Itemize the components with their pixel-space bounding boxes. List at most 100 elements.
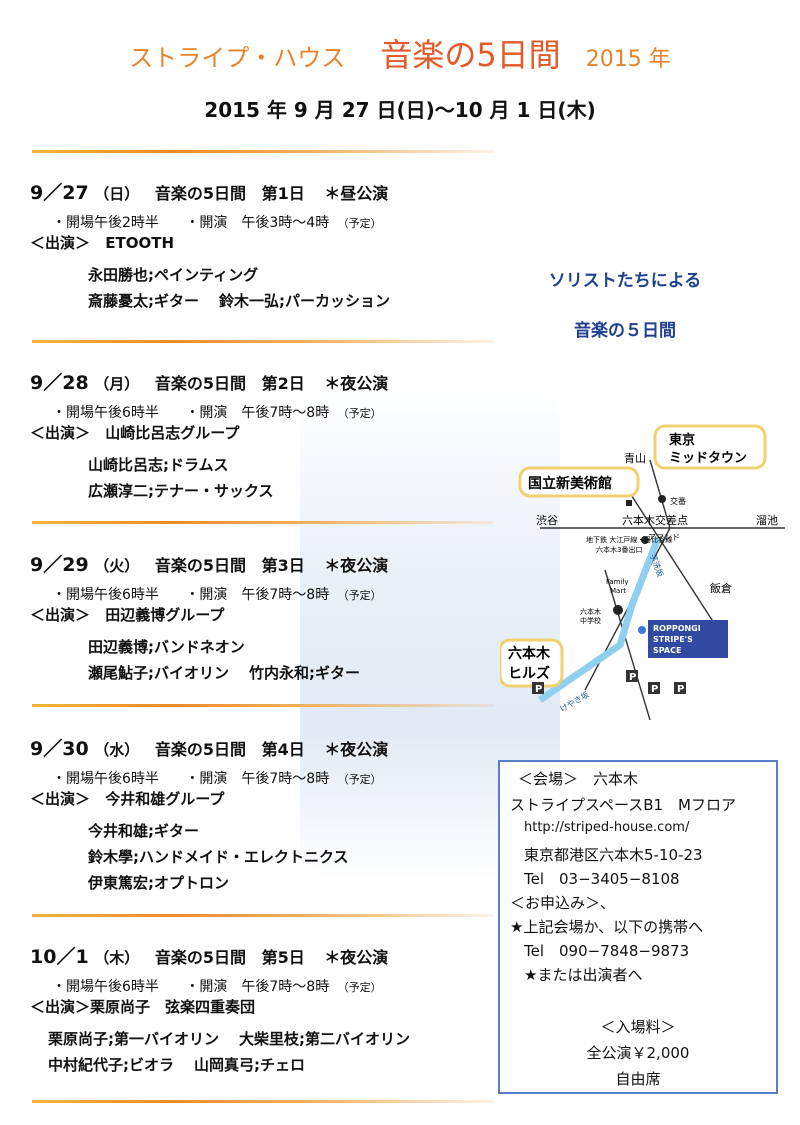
almond-icon xyxy=(641,536,649,544)
apply-line-2: ★または出演者へ xyxy=(524,966,643,984)
divider xyxy=(32,521,494,524)
doors-open: ・開場午後6時半 xyxy=(52,405,159,421)
map-label-hills-2: ヒルズ xyxy=(508,665,550,682)
doors-open: ・開場午後2時半 xyxy=(52,215,159,231)
event-kind: ＊夜公演 xyxy=(324,740,389,759)
seating: 自由席 xyxy=(615,1070,661,1088)
member-list: 永田勝也;ペインティング 斎藤憂太;ギター 鈴木一弘;パーカッション xyxy=(88,264,500,316)
member: 斎藤憂太;ギター xyxy=(88,292,199,310)
map-label-aoyama: 青山 xyxy=(624,452,646,465)
tagline: ソリストたちによる 音楽の５日間 xyxy=(505,256,745,356)
event-number: 第3日 xyxy=(261,556,305,575)
venue-marker-2: STRIPE'S xyxy=(653,635,693,644)
fee: 全公演￥2,000 xyxy=(586,1044,690,1062)
member: 広瀬淳二;テナー・サックス xyxy=(88,482,274,500)
event-day-2: 9／28 （月） 音楽の5日間 第2日 ＊夜公演 ・開場午後6時半 ・開演 午後… xyxy=(30,368,500,506)
school-icon xyxy=(613,605,623,615)
member: 鈴木一弘;パーカッション xyxy=(219,292,390,310)
show-time: ・開演 午後3時〜4時 xyxy=(185,215,330,231)
event-times: ・開場午後6時半 ・開演 午後7時〜8時 （予定） xyxy=(52,402,500,422)
map-label-subway-1: 地下鉄 大江戸線・日比谷線 xyxy=(586,535,672,544)
map-label-iikura: 飯倉 xyxy=(710,581,732,595)
event-name: 音楽の5日間 xyxy=(154,556,246,575)
member: 田辺義博;バンドネオン xyxy=(88,638,245,656)
performer-label: ＜出演＞ xyxy=(30,424,91,442)
apply-label: ＜お申込み＞、 xyxy=(510,894,616,912)
map-label-nact: 国立新美術館 xyxy=(528,475,612,492)
member: 永田勝也;ペインティング xyxy=(88,266,259,284)
member: 伊東篤宏;オプトロン xyxy=(88,874,229,892)
doors-open: ・開場午後6時半 xyxy=(52,979,159,995)
member: 山岡真弓;チェロ xyxy=(194,1056,305,1074)
page-title: ストライプ・ハウス 音楽の5日間 2015 年 xyxy=(0,30,800,76)
event-weekday: （木） xyxy=(94,949,140,967)
event-number: 第4日 xyxy=(261,740,305,759)
venue-dot-icon xyxy=(638,626,646,634)
event-number: 第1日 xyxy=(261,184,305,203)
event-kind: ＊夜公演 xyxy=(324,556,389,575)
tentative-note: （予定） xyxy=(337,589,382,602)
venue-name: ストライプスペースB1 Mフロア xyxy=(510,796,736,814)
event-day-1: 9／27 （日） 音楽の5日間 第1日 ＊昼公演 ・開場午後2時半 ・開演 午後… xyxy=(30,178,500,316)
performer-label: ＜出演＞ xyxy=(30,998,91,1016)
tentative-note: （予定） xyxy=(337,981,382,994)
parking-icon: P xyxy=(535,684,542,695)
event-number: 第5日 xyxy=(261,948,305,967)
map-label-shibuya: 渋谷 xyxy=(536,514,558,527)
apply-line-1: ★上記会場か、以下の携帯へ xyxy=(510,918,704,936)
tagline-line-2: 音楽の５日間 xyxy=(574,321,676,341)
venue-title: ストライプ・ハウス xyxy=(129,44,346,72)
doors-open: ・開場午後6時半 xyxy=(52,587,159,603)
event-day-4: 9／30 （水） 音楽の5日間 第4日 ＊夜公演 ・開場午後6時半 ・開演 午後… xyxy=(30,734,500,898)
map-label-school-2: 中学校 xyxy=(580,616,601,625)
event-date: 9／27 xyxy=(30,182,89,204)
member-list: 今井和雄;ギター 鈴木學;ハンドメイド・エレクトニクス 伊東篤宏;オプトロン xyxy=(88,820,500,898)
parking-icons: P P P P xyxy=(532,670,686,695)
event-title: 音楽の5日間 xyxy=(380,36,561,74)
event-heading: 9／30 （水） 音楽の5日間 第4日 ＊夜公演 xyxy=(30,734,500,760)
divider xyxy=(32,340,494,343)
divider xyxy=(32,914,494,917)
map-label-slope2: けやき坂 xyxy=(558,689,591,714)
member: 中村紀代子;ビオラ xyxy=(48,1056,174,1074)
map-label-hills-1: 六本木 xyxy=(508,645,551,662)
event-date: 9／30 xyxy=(30,738,89,760)
map-label-midtown-2: ミッドタウン xyxy=(669,451,747,466)
member-list: 山崎比呂志;ドラムス 広瀬淳二;テナー・サックス xyxy=(88,454,500,506)
event-date: 10／1 xyxy=(30,946,89,968)
event-name: 音楽の5日間 xyxy=(154,184,246,203)
venue-address: 東京都港区六本木5-10-23 xyxy=(524,846,703,864)
member-list: 田辺義博;バンドネオン 瀬尾鮎子;バイオリン竹内永和;ギター xyxy=(88,636,500,688)
divider xyxy=(32,704,494,707)
access-map: 東京 ミッドタウン 国立新美術館 六本木 ヒルズ ROPPONGI STRIPE… xyxy=(500,424,785,720)
venue-marker xyxy=(648,620,728,658)
mobile-tel: Tel 090−7848−9873 xyxy=(524,942,690,960)
member-list: 栗原尚子;第一バイオリン大柴里枝;第二バイオリン 中村紀代子;ビオラ山岡真弓;チ… xyxy=(48,1028,500,1080)
member: 鈴木學;ハンドメイド・エレクトニクス xyxy=(88,848,349,866)
map-label-almond: アマンド xyxy=(648,533,680,542)
event-times: ・開場午後6時半 ・開演 午後7時〜8時 （予定） xyxy=(52,584,500,604)
parking-icon: P xyxy=(651,684,658,695)
show-time: ・開演 午後7時〜8時 xyxy=(185,405,330,421)
map-label-fm-2: Mart xyxy=(610,587,626,595)
venue-url[interactable]: http://striped-house.com/ xyxy=(524,820,690,835)
event-number: 第2日 xyxy=(261,374,305,393)
performer-line: ＜出演＞ 田辺義博グループ xyxy=(30,604,500,630)
venue-marker-1: ROPPONGI xyxy=(653,624,701,633)
event-weekday: （火） xyxy=(94,557,140,575)
date-range: 2015 年 9 月 27 日(日)〜10 月 1 日(木) xyxy=(204,98,596,122)
member: 山崎比呂志;ドラムス xyxy=(88,456,229,474)
event-heading: 9／27 （日） 音楽の5日間 第1日 ＊昼公演 xyxy=(30,178,500,204)
road-north xyxy=(649,459,671,529)
member: 大柴里枝;第二バイオリン xyxy=(239,1030,410,1048)
divider xyxy=(32,1100,494,1103)
show-time: ・開演 午後7時〜8時 xyxy=(185,587,330,603)
tentative-note: （予定） xyxy=(337,773,382,786)
show-time: ・開演 午後7時〜8時 xyxy=(185,771,330,787)
event-weekday: （月） xyxy=(94,375,140,393)
map-label-koban: 交番 xyxy=(670,496,686,506)
event-day-5: 10／1 （木） 音楽の5日間 第5日 ＊夜公演 ・開場午後6時半 ・開演 午後… xyxy=(30,942,500,1080)
map-label-crossing: 六本木交差点 xyxy=(622,513,688,527)
event-times: ・開場午後2時半 ・開演 午後3時〜4時 （予定） xyxy=(52,212,500,232)
map-label-midtown-1: 東京 xyxy=(669,432,695,448)
